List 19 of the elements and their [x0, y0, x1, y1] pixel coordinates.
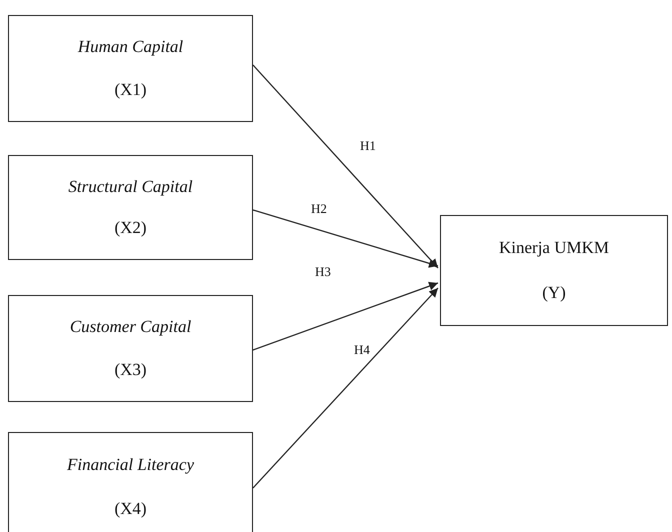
variable-name: Human Capital — [78, 37, 184, 58]
variable-box — [440, 215, 668, 326]
variable-code: (X2) — [114, 218, 147, 238]
arrow — [252, 282, 438, 351]
variable-code: (Y) — [542, 282, 566, 303]
variable-name: Kinerja UMKM — [498, 238, 609, 258]
variable-box — [8, 432, 253, 532]
variable-code: (X3) — [114, 360, 147, 380]
variable-name: Financial Literacy — [66, 455, 194, 475]
variable-box — [8, 155, 253, 260]
arrow — [252, 209, 438, 268]
variable-box — [8, 15, 253, 122]
variable-code: (X1) — [114, 80, 147, 100]
variable-name: Customer Capital — [70, 317, 192, 338]
arrow — [252, 64, 438, 268]
variable-box — [8, 295, 253, 402]
arrow — [252, 288, 438, 488]
variable-code: (X4) — [114, 499, 147, 519]
variable-name: Structural Capital — [68, 176, 193, 197]
